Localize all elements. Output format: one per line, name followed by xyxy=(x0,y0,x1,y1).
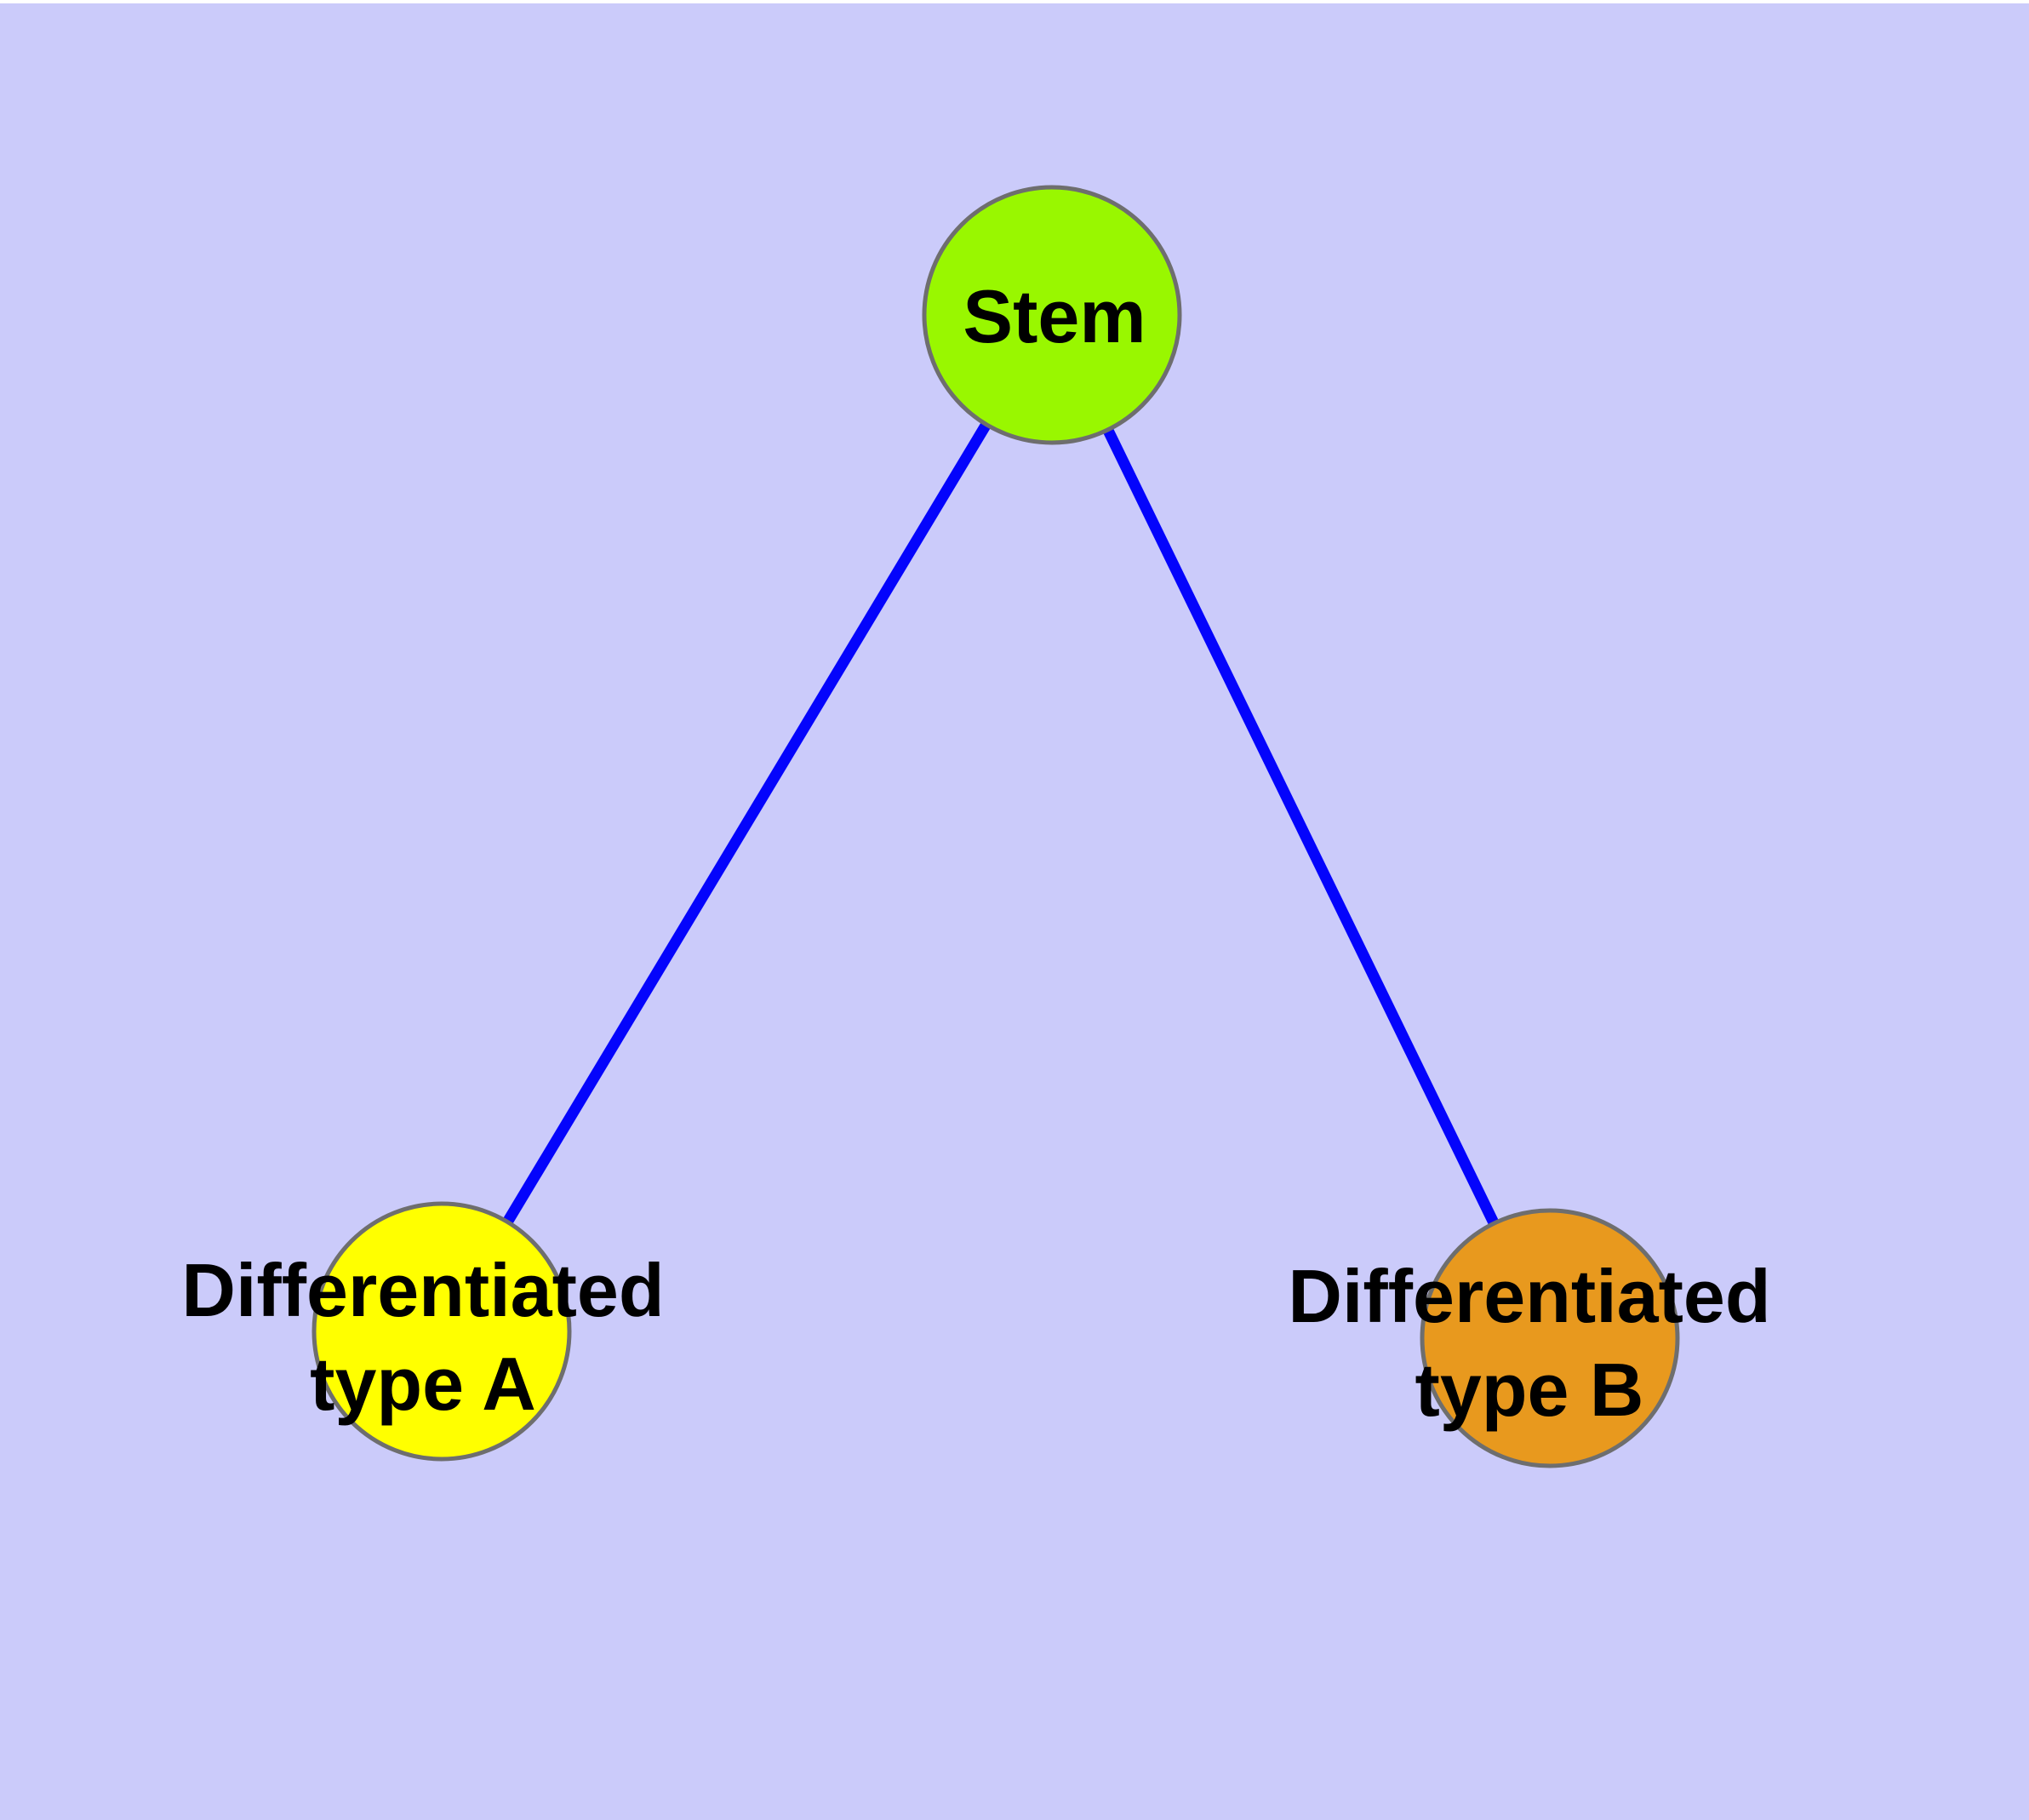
diagram-canvas: Stem Differentiated type A Differentiate… xyxy=(0,3,2029,1820)
node-differentiated-type-b: Differentiated type B xyxy=(1288,1208,1771,1468)
differentiated-type-b-node-circle xyxy=(1420,1208,1680,1468)
differentiated-type-b-label-line2: type B xyxy=(1415,1348,1644,1432)
differentiated-type-a-node-circle xyxy=(311,1201,572,1462)
differentiated-type-b-label-line1: Differentiated xyxy=(1288,1254,1770,1338)
cell-differentiation-diagram: Stem Differentiated type A Differentiate… xyxy=(181,185,1771,1468)
differentiated-type-a-label-line1: Differentiated xyxy=(181,1248,664,1332)
node-stem: Stem xyxy=(922,185,1182,445)
node-differentiated-type-a: Differentiated type A xyxy=(181,1201,665,1462)
stem-node-label: Stem xyxy=(963,274,1146,358)
stem-node-circle xyxy=(922,185,1182,445)
differentiated-type-a-label-line2: type A xyxy=(310,1342,536,1426)
edge-stem-to-type-b xyxy=(1047,312,1555,1341)
edge-stem-to-type-a xyxy=(437,312,1057,1335)
